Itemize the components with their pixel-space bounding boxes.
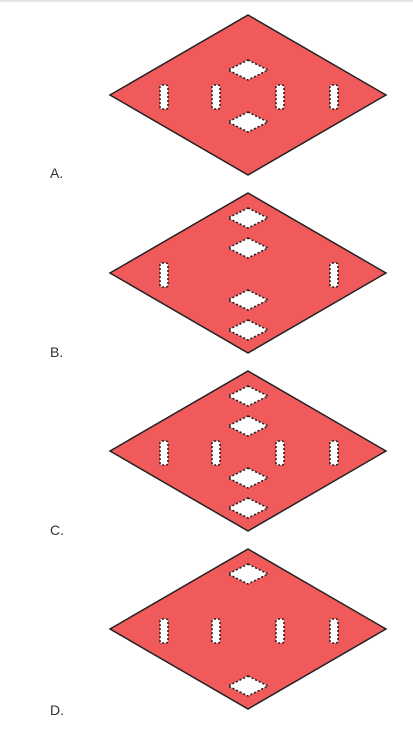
hole-diamond-bottom — [226, 675, 270, 697]
rhombus-shape — [108, 192, 388, 354]
hole-diamond-upper — [226, 59, 270, 81]
rhombus-shape — [108, 370, 388, 532]
hole-rect-far-right — [329, 84, 339, 110]
hole-rect-inner-left — [211, 440, 221, 466]
hole-diamond-top — [226, 385, 270, 407]
hole-rect-far-right — [329, 618, 339, 644]
hole-rect-inner-left — [211, 618, 221, 644]
hole-diamond-lower — [226, 111, 270, 133]
hole-diamond-upper — [226, 415, 270, 437]
hole-rect-inner-right — [275, 440, 285, 466]
hole-rect-far-left — [159, 440, 169, 466]
hole-rect-inner-right — [275, 618, 285, 644]
option-label-a: A. — [50, 165, 64, 181]
option-label-d: D. — [50, 702, 64, 718]
option-label-b: B. — [50, 344, 64, 360]
option-label-c: C. — [50, 522, 64, 538]
hole-diamond-top — [226, 563, 270, 585]
hole-diamond-bottom — [226, 497, 270, 519]
rhombus-figure-a — [108, 14, 388, 176]
rhombus-shape — [108, 548, 388, 710]
hole-rect-inner-right — [275, 84, 285, 110]
rhombus-figure-d — [108, 548, 388, 710]
hole-rect-far-left — [159, 618, 169, 644]
rhombus-figure-c — [108, 370, 388, 532]
hole-rect-inner-left — [211, 84, 221, 110]
hole-diamond-top — [226, 207, 270, 229]
hole-rect-far-right — [329, 262, 339, 288]
top-divider — [0, 0, 413, 3]
hole-diamond-lower — [226, 289, 270, 311]
hole-rect-far-left — [159, 84, 169, 110]
rhombus-figure-b — [108, 192, 388, 354]
rhombus-shape — [108, 14, 388, 176]
hole-diamond-bottom — [226, 319, 270, 341]
hole-rect-far-right — [329, 440, 339, 466]
hole-rect-far-left — [159, 262, 169, 288]
hole-diamond-upper — [226, 237, 270, 259]
hole-diamond-lower — [226, 467, 270, 489]
